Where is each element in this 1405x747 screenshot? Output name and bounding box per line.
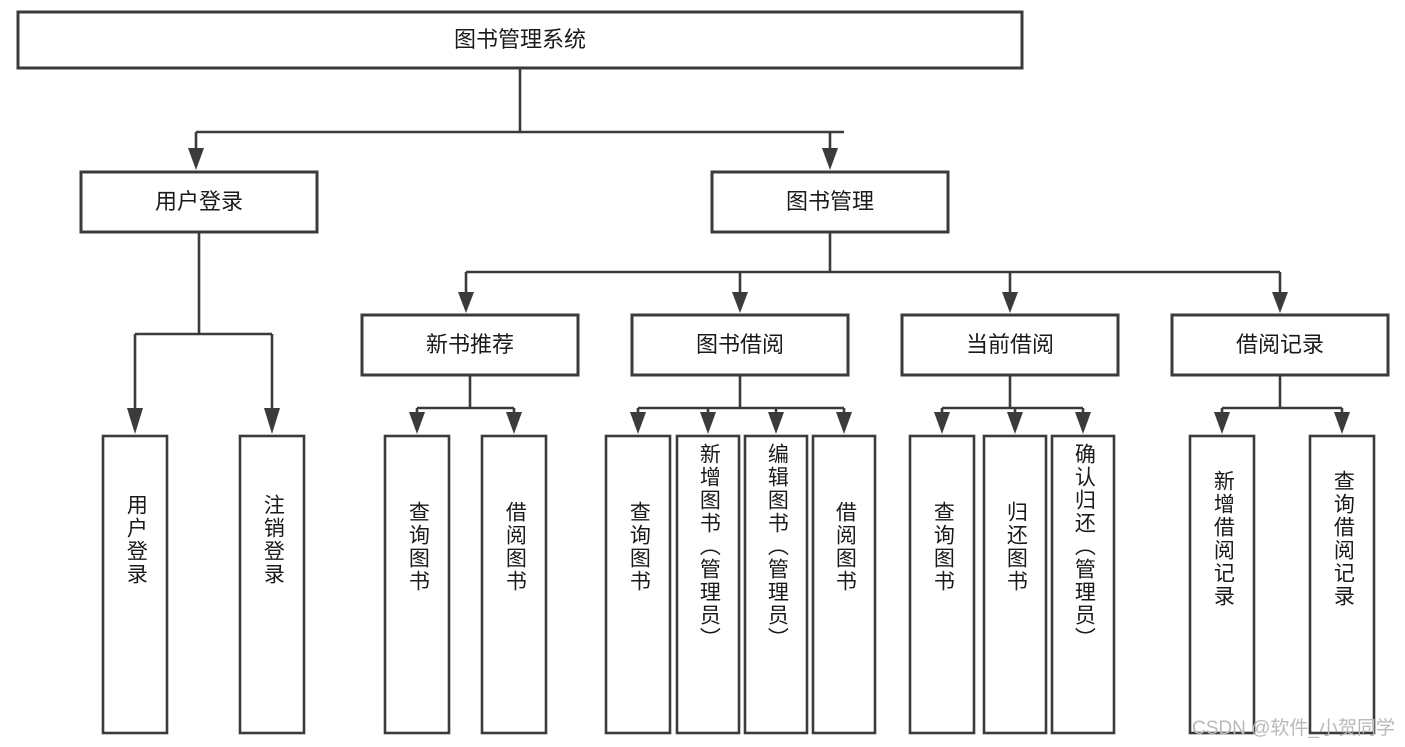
arrow-current-borrow bbox=[1002, 292, 1018, 313]
arrow-leaf-edit-book bbox=[768, 412, 784, 434]
edge-layer bbox=[127, 68, 1350, 434]
node-leaf-return-book-box[interactable] bbox=[982, 434, 1048, 735]
arrow-leaf-query-book-2 bbox=[630, 412, 646, 434]
node-user-login[interactable]: 用户登录 bbox=[79, 170, 319, 234]
arrow-leaf-borrow-book-2 bbox=[836, 412, 852, 434]
node-borrow-record-box[interactable] bbox=[1170, 313, 1390, 377]
arrow-leaf-query-book-1 bbox=[409, 412, 425, 434]
node-leaf-query-book-3-box[interactable] bbox=[908, 434, 976, 735]
node-leaf-borrow-book-2-box[interactable] bbox=[811, 434, 877, 735]
node-user-login-box[interactable] bbox=[79, 170, 319, 234]
node-book-borrow-box[interactable] bbox=[630, 313, 850, 377]
arrow-user-login bbox=[188, 148, 204, 170]
node-book-manage[interactable]: 图书管理 bbox=[710, 170, 950, 234]
node-book-manage-box[interactable] bbox=[710, 170, 950, 234]
node-leaf-query-record-box[interactable] bbox=[1308, 434, 1376, 735]
node-leaf-edit-book-box[interactable] bbox=[743, 434, 809, 735]
arrow-leaf-user-logout bbox=[264, 408, 280, 434]
csdn-watermark: CSDN @软件_小贺同学 bbox=[1192, 718, 1395, 739]
node-leaf-borrow-book-1-box[interactable] bbox=[480, 434, 548, 735]
arrow-book-borrow bbox=[732, 292, 748, 313]
node-book-borrow-label: 图书借阅 bbox=[696, 332, 784, 357]
node-leaf-query-book-1-box[interactable] bbox=[383, 434, 451, 735]
arrow-leaf-query-book-3 bbox=[934, 412, 950, 434]
arrow-leaf-user-login bbox=[127, 408, 143, 434]
node-new-book-rec[interactable]: 新书推荐 bbox=[360, 313, 580, 377]
node-current-borrow-box[interactable] bbox=[900, 313, 1120, 377]
node-book-manage-label: 图书管理 bbox=[786, 189, 874, 214]
arrow-leaf-borrow-book-1 bbox=[506, 412, 522, 434]
node-book-borrow[interactable]: 图书借阅 bbox=[630, 313, 850, 377]
arrow-book-manage bbox=[822, 148, 838, 170]
node-current-borrow[interactable]: 当前借阅 bbox=[900, 313, 1120, 377]
node-current-borrow-label: 当前借阅 bbox=[966, 332, 1054, 357]
node-leaf-add-record-box[interactable] bbox=[1188, 434, 1256, 735]
node-root-label: 图书管理系统 bbox=[454, 27, 586, 52]
arrow-leaf-add-record bbox=[1214, 412, 1230, 434]
node-root-box[interactable] bbox=[16, 10, 1024, 70]
node-root[interactable]: 图书管理系统 bbox=[16, 10, 1024, 70]
arrow-leaf-add-book bbox=[700, 412, 716, 434]
node-leaf-confirm-return-box[interactable] bbox=[1050, 434, 1116, 735]
node-borrow-record-label: 借阅记录 bbox=[1236, 332, 1324, 357]
arrow-borrow-record bbox=[1272, 292, 1288, 313]
node-user-login-label: 用户登录 bbox=[155, 189, 243, 214]
arrow-leaf-return-book bbox=[1007, 412, 1023, 434]
node-leaf-user-logout-box[interactable] bbox=[238, 434, 306, 735]
arrow-leaf-confirm-return bbox=[1075, 412, 1091, 434]
arrow-new-book-rec bbox=[458, 292, 474, 313]
node-layer: 图书管理系统 用户登录 图书管理 新书推荐 图书借阅 当前 bbox=[16, 10, 1390, 735]
node-leaf-add-book-box[interactable] bbox=[675, 434, 741, 735]
leaf-node-layer bbox=[101, 434, 1376, 735]
node-leaf-user-login-box[interactable] bbox=[101, 434, 169, 735]
node-new-book-rec-box[interactable] bbox=[360, 313, 580, 377]
arrow-leaf-query-record bbox=[1334, 412, 1350, 434]
node-new-book-rec-label: 新书推荐 bbox=[426, 332, 514, 357]
node-leaf-query-book-2-box[interactable] bbox=[604, 434, 672, 735]
node-borrow-record[interactable]: 借阅记录 bbox=[1170, 313, 1390, 377]
